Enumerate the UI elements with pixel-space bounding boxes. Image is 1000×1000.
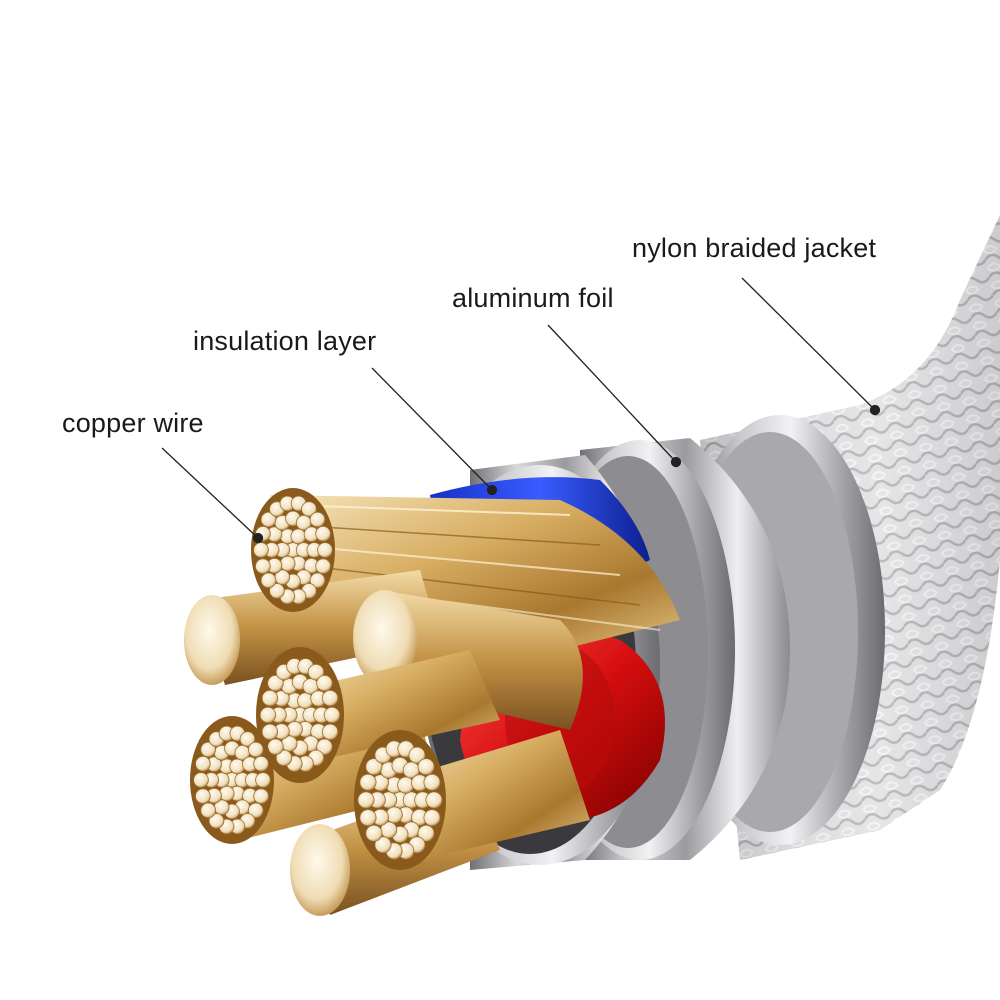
copper-strand [253,542,269,558]
copper-strand [200,802,217,819]
copper-strand [253,788,269,804]
copper-strand [423,773,441,791]
copper-strand [195,755,211,772]
copper-strand [423,809,441,827]
insulation-layer-leader-line [371,367,493,491]
copper-strand [408,746,426,764]
copper-strand [359,809,377,827]
copper-wire-strand-face [354,730,446,870]
leader-lines [161,277,881,544]
copper-wire-strand-face [190,716,274,844]
copper-strand [309,572,326,589]
copper-strand [323,706,341,724]
copper-strand [385,806,403,824]
insulation-layer-label: insulation layer [193,326,377,356]
copper-strand [290,528,307,545]
copper-strand [248,802,264,819]
copper-strand [193,772,209,788]
copper-strand [317,542,333,558]
copper-wire-strand-face [256,647,344,783]
copper-strand [301,501,317,517]
copper-strand [365,758,383,776]
aluminum-foil-leader-dot [670,456,682,468]
copper-strand [219,785,235,802]
copper-strand [316,675,333,692]
copper-wire-leader-line [161,447,259,539]
copper-strand [200,741,217,758]
stranded-wire-bundles [190,488,590,870]
copper-strand [321,689,339,707]
copper-strand [255,558,271,574]
copper-strand [255,772,271,788]
copper-wire-strand-face [251,488,335,612]
copper-strand [315,525,331,542]
nylon-braided-jacket-label: nylon braided jacket [632,233,877,263]
copper-strand [374,836,392,854]
copper-strand [417,824,435,842]
copper-strand [195,788,211,804]
solid-copper-rods [184,570,583,916]
aluminum-foil-label: aluminum foil [452,283,614,313]
copper-strand [425,791,443,809]
copper-strand [261,689,279,707]
copper-strand [269,583,285,599]
copper-strand [267,675,284,692]
copper-strand [259,706,277,724]
nylon-braided-jacket-leader-line [741,277,876,411]
copper-strand [359,773,377,791]
copper-strand [208,813,225,829]
copper-strand [279,555,296,572]
copper-wire-leader-dot [252,532,264,544]
copper-strand [321,723,339,741]
copper-strand [253,755,269,772]
copper-strand [248,741,264,758]
copper-strand [315,558,331,574]
copper-strand [307,663,325,681]
copper-strand [316,738,333,756]
copper-strand [239,731,256,747]
copper-strand [397,776,415,794]
copper-wire-label: copper wire [62,408,204,438]
copper-strand [417,758,435,776]
copper-strand [309,511,326,528]
copper-strand [267,738,284,756]
copper-strand [229,758,246,775]
copper-strand [261,723,279,741]
insulation-layer-leader-dot [486,484,498,496]
copper-strand [260,511,277,528]
copper-strand [365,824,383,842]
copper-strand [275,749,293,767]
nylon-braided-jacket-leader-dot [869,404,881,416]
copper-strand [357,791,375,809]
copper-strand [260,572,277,589]
aluminum-foil-leader-line [547,324,677,463]
